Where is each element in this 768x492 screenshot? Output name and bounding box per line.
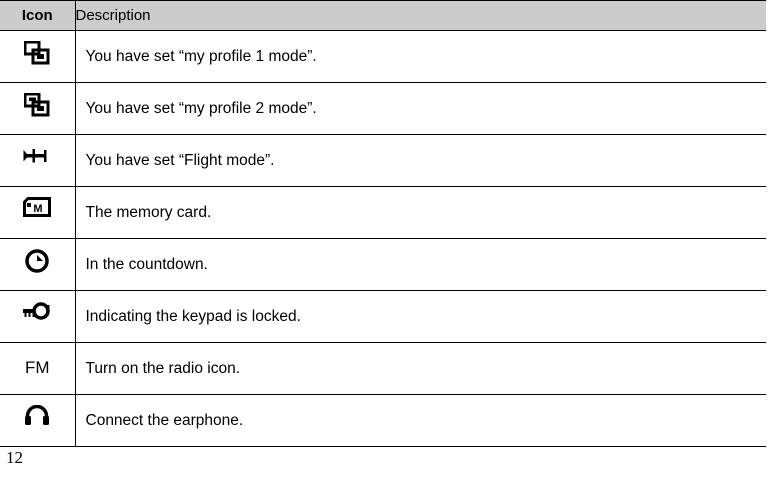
icon-cell: FM <box>0 342 76 395</box>
icon-cell: M <box>0 186 76 239</box>
description-cell: Turn on the radio icon. <box>74 342 766 395</box>
icon-cell <box>0 290 76 343</box>
table-header-row: Icon Description <box>0 0 766 31</box>
table-row: You have set “my profile 2 mode”. <box>0 82 766 135</box>
description-cell: You have set “my profile 1 mode”. <box>74 30 766 83</box>
countdown-clock-icon <box>22 249 52 275</box>
page-number: 12 <box>6 448 23 467</box>
icon-cell <box>0 134 76 187</box>
table-row: You have set “Flight mode”. <box>0 134 766 187</box>
earphone-icon <box>22 405 52 431</box>
memory-card-icon: M <box>22 197 52 223</box>
svg-text:M: M <box>34 203 43 215</box>
table-row: You have set “my profile 1 mode”. <box>0 30 766 83</box>
description-cell: You have set “my profile 2 mode”. <box>74 82 766 135</box>
column-header-description: Description <box>74 0 766 31</box>
icon-description-table: Icon Description You have set “my profil… <box>0 0 766 447</box>
description-cell: The memory card. <box>74 186 766 239</box>
icon-cell <box>0 30 76 83</box>
radio-fm-icon: FM <box>24 358 50 377</box>
table-row: Connect the earphone. <box>0 394 766 447</box>
description-cell: In the countdown. <box>74 238 766 291</box>
description-cell: Indicating the keypad is locked. <box>74 290 766 343</box>
table-row: FM Turn on the radio icon. <box>0 342 766 395</box>
column-header-icon: Icon <box>0 0 76 31</box>
keypad-lock-icon <box>22 301 52 327</box>
table-row: Indicating the keypad is locked. <box>0 290 766 343</box>
description-cell: Connect the earphone. <box>74 394 766 447</box>
table-row: In the countdown. <box>0 238 766 291</box>
table-row: M The memory card. <box>0 186 766 239</box>
flight-mode-icon <box>22 145 52 171</box>
icon-cell <box>0 238 76 291</box>
profile-2-mode-icon <box>22 93 52 119</box>
icon-cell <box>0 82 76 135</box>
icon-cell <box>0 394 76 447</box>
description-cell: You have set “Flight mode”. <box>74 134 766 187</box>
profile-1-mode-icon <box>22 41 52 67</box>
